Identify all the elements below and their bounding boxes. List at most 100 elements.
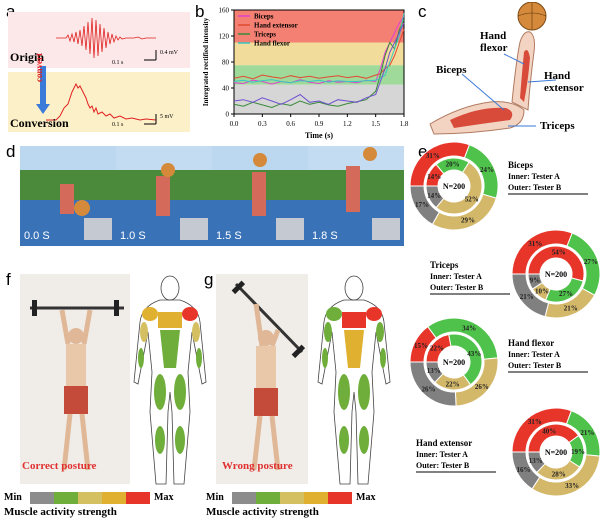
donut-0-inner-label: Inner: Tester A — [508, 172, 560, 181]
donut-3-inner-label-3: 13% — [529, 457, 543, 465]
conversion-background — [8, 72, 190, 132]
donut-2-outer-label-0: 15% — [414, 342, 428, 350]
legend-label-0: Biceps — [254, 13, 274, 21]
emg-signal-figure — [8, 12, 190, 132]
donut-0-outer-label-3: 17% — [415, 201, 429, 209]
triceps-label: Triceps — [540, 120, 575, 132]
donut-2-inner-slice-3 — [425, 361, 444, 384]
correct-posture-label: Correct posture — [22, 460, 97, 472]
band-1 — [234, 42, 404, 66]
x-tick-label-0: 0.0 — [230, 120, 239, 128]
donut-2-inner-slice-1 — [448, 333, 483, 386]
donut-3-inner-label: Inner: Tester A — [416, 450, 468, 459]
donut-1-inner-label-1: 27% — [559, 290, 573, 298]
donut-1-inner-label-0: 54% — [552, 249, 566, 257]
panel-a: Origin Conversion convert 0.1 s 0.4 mV 0… — [6, 8, 192, 136]
panel-letter-f: f — [6, 270, 11, 289]
x-tick-label-1: 0.3 — [258, 120, 267, 128]
donut-0-inner-slice-2 — [435, 161, 483, 215]
scale-g: Min Max Muscle activity strength — [206, 490, 406, 520]
donut-0-inner-label-0: 14% — [427, 173, 441, 181]
series-line-1 — [233, 29, 405, 80]
donut-0-inner-label-3: 14% — [427, 192, 441, 200]
legend-label-2: Triceps — [254, 31, 276, 39]
donut-0-outer-label-1: 24% — [480, 166, 494, 174]
donut-3-outer-label-2: 33% — [565, 482, 579, 490]
convert-label: convert — [34, 53, 44, 82]
time-label-3: 1.8 S — [312, 230, 338, 242]
donut-1-outer-label: Outer: Tester B — [430, 283, 484, 292]
donut-0-outer-slice-3 — [409, 185, 440, 226]
time-label-0: 0.0 S — [24, 230, 50, 242]
series-line-2 — [233, 19, 405, 109]
panel-letter-b: b — [195, 2, 205, 21]
scale-g-bar — [232, 492, 352, 504]
donut-3-outer-label-0: 31% — [528, 418, 542, 426]
frame-4 — [308, 146, 404, 246]
series-line-3 — [233, 13, 405, 84]
scale-top-time: 0.1 s — [112, 60, 124, 66]
panel-letter-c: c — [418, 2, 427, 21]
donut-2-outer-label-1: 34% — [462, 325, 476, 333]
panel-f-body — [130, 272, 210, 490]
hand-flexor-label: Hand flexor — [480, 30, 508, 54]
frame-3 — [212, 146, 308, 246]
donut-3-title: Hand extensor — [416, 438, 472, 448]
band-0 — [234, 10, 404, 43]
y-tick-label-2: 80 — [222, 59, 230, 67]
scale-f-min: Min — [4, 492, 22, 503]
x-tick-label-2: 0.6 — [286, 120, 295, 128]
scale-top-volt: 0.4 mV — [160, 50, 178, 56]
donut-2-inner-label-1: 43% — [467, 350, 481, 358]
panel-letter-d: d — [6, 142, 16, 161]
shoulder-right — [182, 307, 198, 321]
donut-3-outer-label: Outer: Tester B — [416, 461, 470, 470]
donut-0-inner-slice-3 — [425, 185, 445, 209]
donut-1-inner-label-2: 10% — [535, 287, 549, 295]
x-axis-label: Time (s) — [305, 131, 333, 140]
x-tick-label-6: 1.8 — [400, 120, 409, 128]
donut-3-outer-slice-3 — [511, 451, 541, 490]
hand-extensor-pointer — [527, 79, 557, 83]
legend-label-1: Hand extensor — [254, 22, 298, 30]
body-map-correct — [133, 275, 207, 485]
donut-2-outer-label: Outer: Tester B — [508, 361, 562, 370]
basketball-lines — [517, 2, 547, 30]
donut-0-title: Biceps — [508, 160, 533, 170]
chest — [158, 312, 182, 328]
donut-1-inner-slice-0 — [527, 245, 585, 282]
body-map-wrong — [317, 275, 391, 485]
legend-label-3: Hand flexor — [254, 40, 290, 48]
time-label-1: 1.0 S — [120, 230, 146, 242]
scale-bottom-volt: 5 mV — [160, 114, 174, 120]
donut-1-inner-label-3: 9% — [530, 277, 541, 285]
panel-d: 0.0 S 1.0 S 1.5 S 1.8 S — [20, 146, 404, 246]
scale-g-max: Max — [356, 492, 376, 503]
scale-f-bar — [30, 492, 150, 504]
y-tick-label-3: 120 — [219, 33, 230, 41]
donut-1-outer-label-1: 27% — [584, 258, 598, 266]
series-line-4 — [233, 22, 405, 105]
donut-2-n-label: N=200 — [443, 358, 465, 367]
shooting-photo-strip — [20, 146, 404, 246]
hand-flexor-pointer — [503, 53, 525, 65]
donut-0-outer-label: Outer: Tester B — [508, 183, 562, 192]
biceps-pointer — [461, 73, 505, 111]
conversion-signal — [46, 82, 157, 121]
y-tick-label-0: 0 — [226, 111, 230, 119]
donut-0-n-label: N=200 — [443, 182, 465, 191]
panel-letter-e: e — [418, 142, 428, 161]
y-axis-label: Intergrated rectified intensity — [202, 17, 210, 106]
biceps-label: Biceps — [436, 64, 467, 76]
convert-arrow — [36, 66, 50, 114]
arm-right — [192, 322, 200, 342]
scale-bottom-time: 0.1 s — [112, 122, 124, 128]
conversion-label: Conversion — [10, 116, 69, 130]
donut-3-inner-slice-3 — [527, 451, 546, 474]
arm-left — [140, 322, 148, 342]
donut-1-outer-label-0: 31% — [528, 240, 542, 248]
donut-2-inner-label-2: 22% — [446, 380, 460, 388]
donut-0-outer-label-0: 31% — [426, 152, 440, 160]
